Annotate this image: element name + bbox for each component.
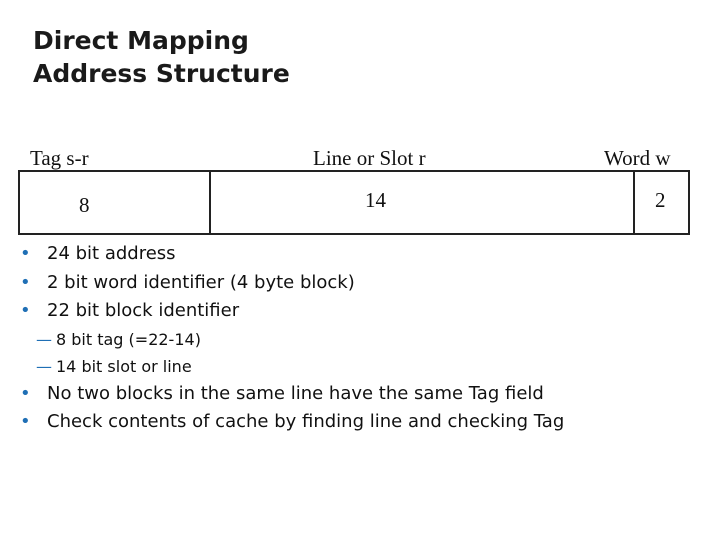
bullet-list: • 24 bit address • 2 bit word identifier (… bbox=[18, 240, 564, 437]
tag-field-label: Tag s-r bbox=[30, 146, 89, 170]
tag-field-value: 8 bbox=[79, 193, 90, 217]
sub-bullet-item: —14 bit slot or line bbox=[18, 353, 564, 380]
slide-title: Direct Mapping Address Structure bbox=[33, 24, 290, 90]
bullet-item: • Check contents of cache by finding line… bbox=[18, 408, 564, 437]
bullet-text: 22 bit block identifier bbox=[47, 300, 240, 321]
sub-bullet-text: 8 bit tag (=22-14) bbox=[56, 329, 201, 349]
bullet-dot-icon: • bbox=[20, 411, 31, 432]
bullet-dot-icon: • bbox=[20, 271, 31, 293]
bullet-item: • 2 bit word identifier (4 byte block) bbox=[18, 269, 564, 298]
dash-icon: — bbox=[36, 329, 52, 349]
bullet-dot-icon: • bbox=[20, 243, 31, 264]
line-field-value: 14 bbox=[365, 188, 386, 212]
bullet-item: • 24 bit address bbox=[18, 240, 564, 269]
sub-bullet-item: —8 bit tag (=22-14) bbox=[18, 326, 564, 353]
bullet-text: Check contents of cache by finding line … bbox=[47, 411, 565, 432]
word-field-label: Word w bbox=[604, 146, 671, 170]
word-field-value: 2 bbox=[655, 188, 666, 212]
title-line-2: Address Structure bbox=[33, 59, 290, 88]
line-field-label: Line or Slot r bbox=[313, 146, 426, 170]
bullet-dot-icon: • bbox=[20, 382, 31, 404]
dash-icon: — bbox=[36, 356, 52, 376]
bullet-item: • 22 bit block identifier bbox=[18, 297, 564, 326]
bullet-item: • No two blocks in the same line have the… bbox=[18, 380, 564, 409]
address-structure-box: 8 14 2 bbox=[18, 170, 690, 235]
tag-line-divider bbox=[209, 172, 211, 233]
line-word-divider bbox=[633, 172, 635, 233]
bullet-text: 24 bit address bbox=[47, 243, 176, 264]
sub-bullet-text: 14 bit slot or line bbox=[56, 356, 192, 376]
title-line-1: Direct Mapping bbox=[33, 26, 249, 55]
bullet-text: No two blocks in the same line have the … bbox=[47, 382, 544, 404]
bullet-text: 2 bit word identifier (4 byte block) bbox=[47, 271, 355, 293]
bullet-dot-icon: • bbox=[20, 300, 31, 321]
